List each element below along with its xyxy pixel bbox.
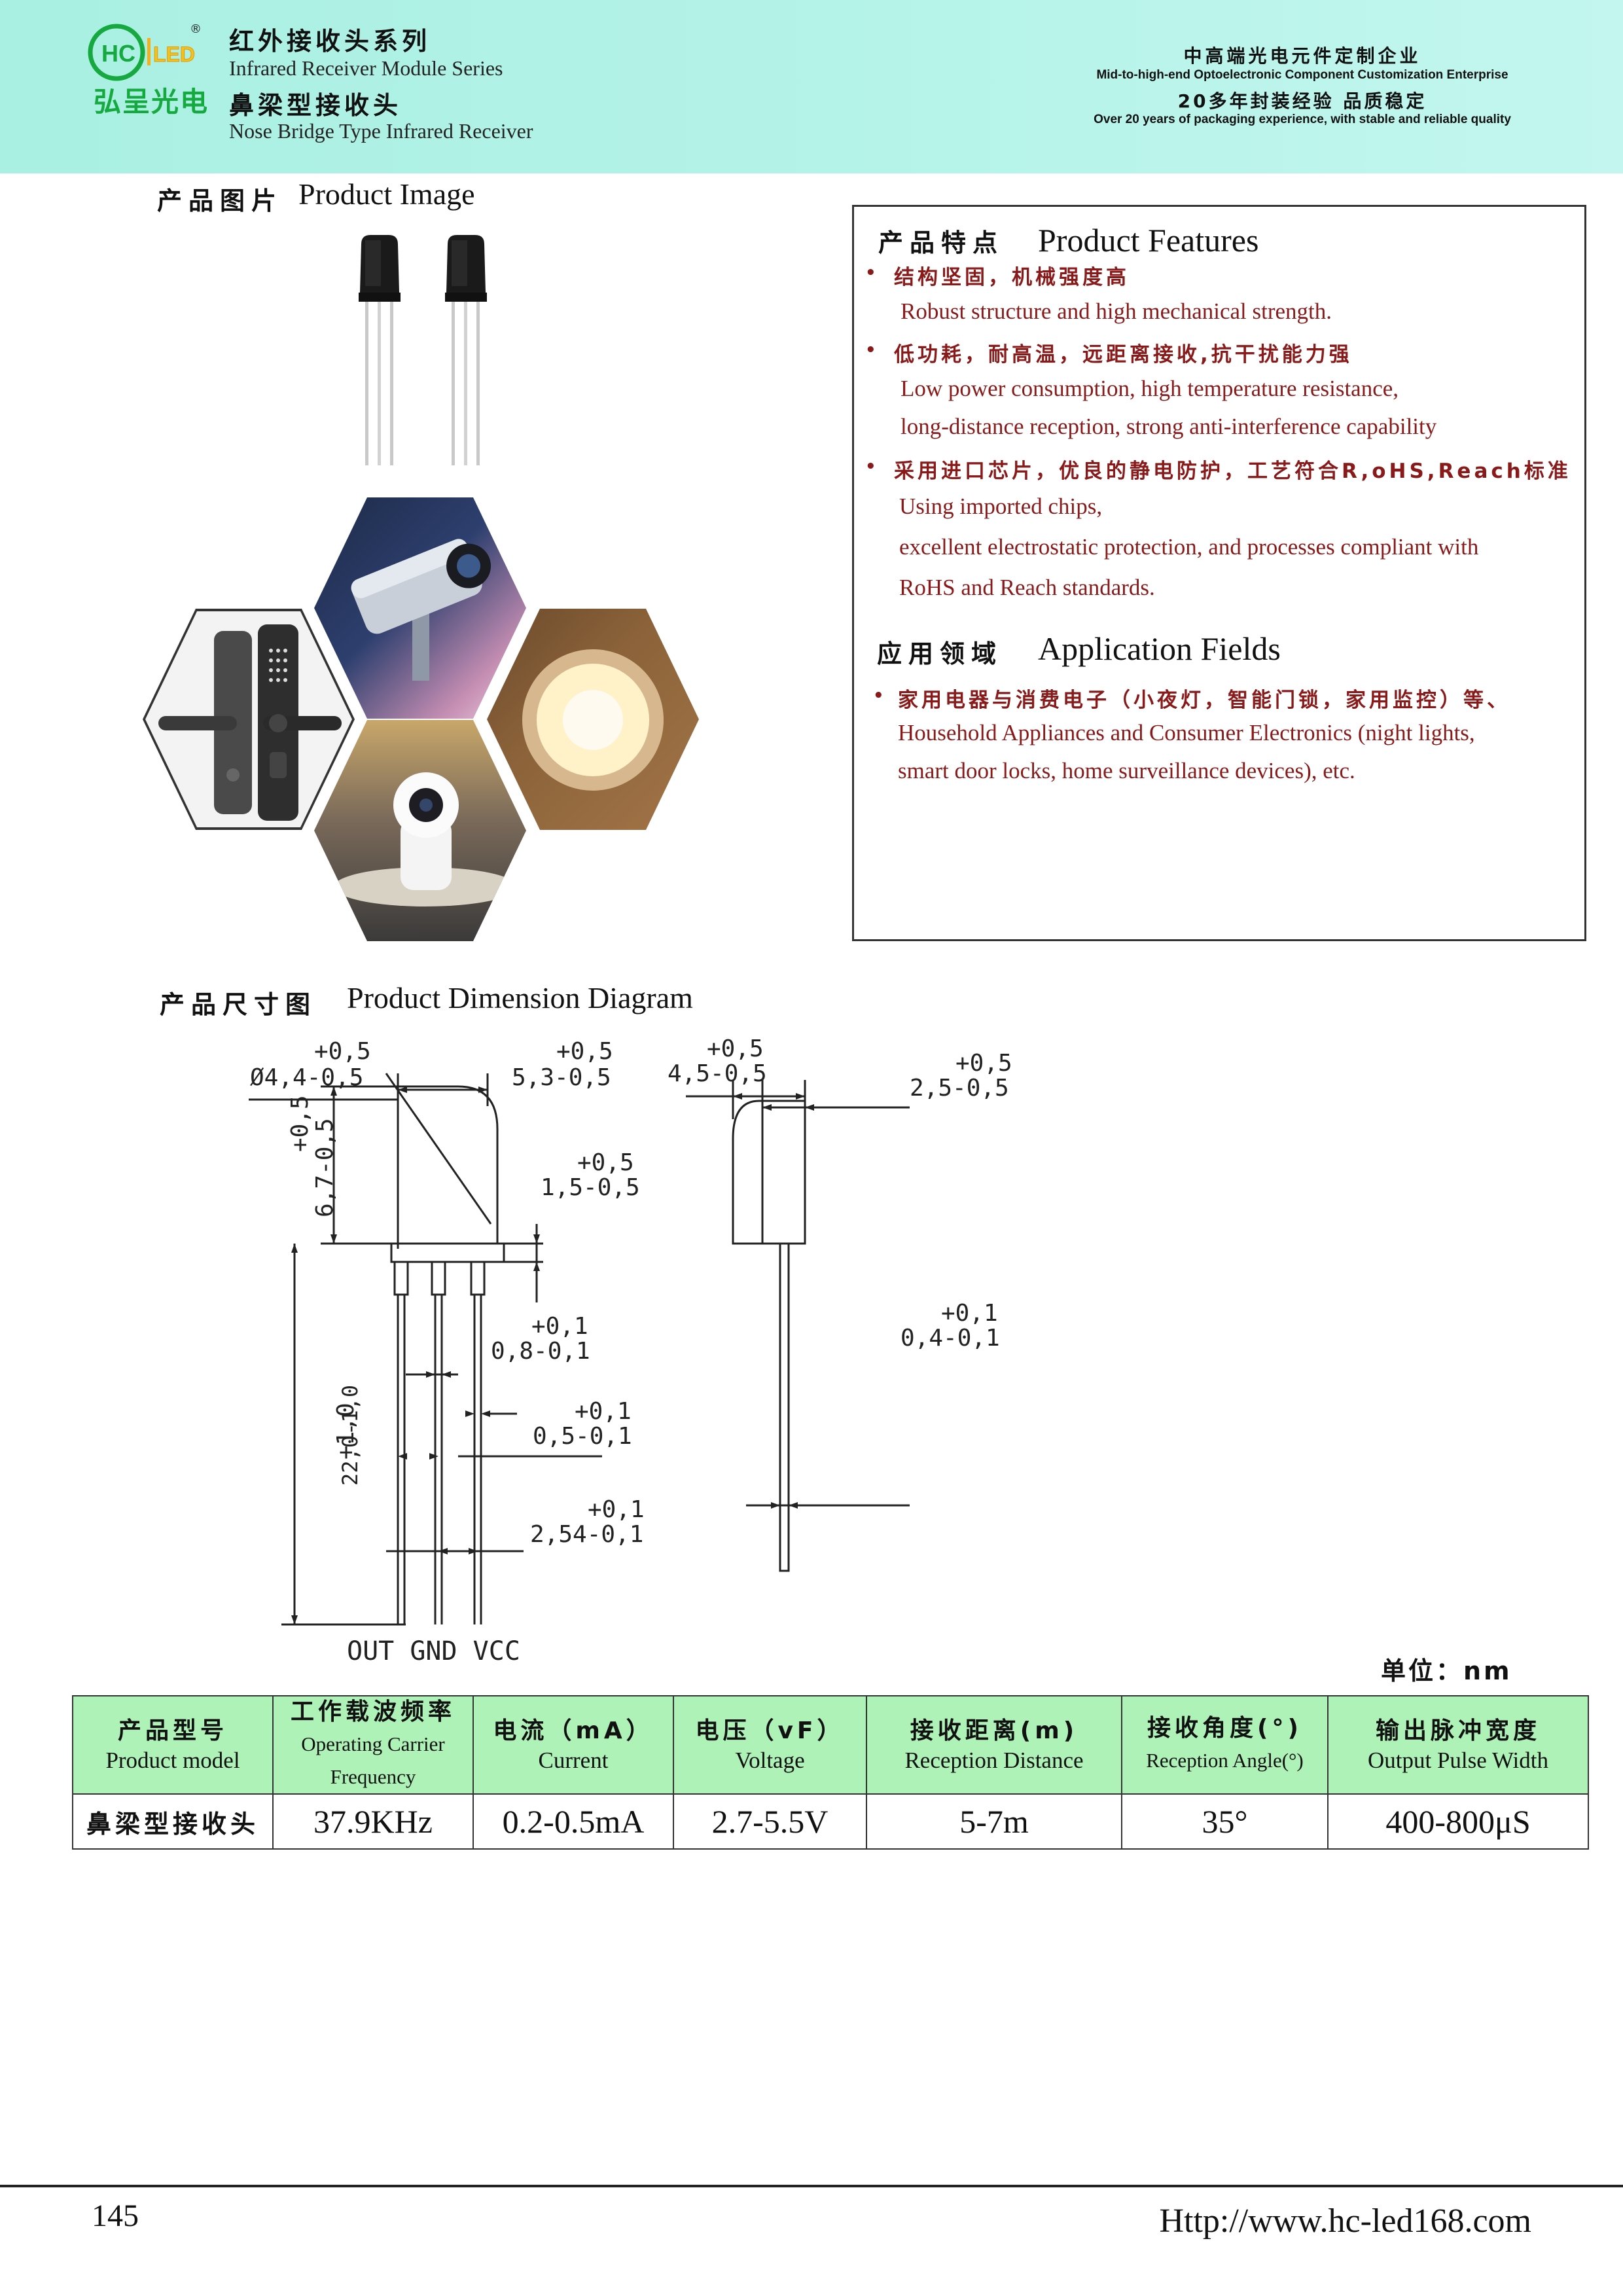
type-title-cn: 鼻梁型接收头 (229, 91, 402, 120)
ir-receiver-photo (359, 235, 487, 465)
application-item-en-line2: smart door locks, home surveillance devi… (898, 758, 1355, 783)
features-panel (852, 205, 1586, 941)
feature-bullet: • (865, 457, 876, 476)
product-image-title-cn: 产品图片 (157, 187, 283, 215)
dim-height-tol: +0,5 (287, 1095, 313, 1152)
page-header (0, 0, 1623, 173)
application-hex-collage (143, 497, 719, 942)
dim-diameter: Ø4,4-0,5 (250, 1064, 363, 1091)
dim-diameter-tol: +0,5 (314, 1038, 371, 1065)
website-link[interactable]: Http://www.hc-led168.com (1159, 2202, 1531, 2240)
applications-title-en: Application Fields (1038, 630, 1281, 667)
cell-product-model: 鼻梁型接收头 (72, 1793, 274, 1850)
application-item-cn: 家用电器与消费电子（小夜灯，智能门锁，家用监控）等、 (898, 689, 1510, 712)
dim-depth-tol: +0,5 (707, 1035, 764, 1062)
dim-pin-width: 0,8-0,1 (491, 1338, 590, 1365)
th-reception-distance: 接收距离(m)Reception Distance (866, 1695, 1122, 1795)
enterprise-slogan-cn: 中高端光电元件定制企业 (1183, 45, 1421, 67)
dim-pitch-tol: +0,1 (588, 1496, 645, 1523)
dim-side: 2,5-0,5 (910, 1075, 1009, 1102)
dim-height: 6,7-0,5 (312, 1118, 338, 1217)
product-image-title-en: Product Image (298, 177, 475, 211)
dimension-title-en: Product Dimension Diagram (347, 981, 693, 1014)
series-title-en: Infrared Receiver Module Series (229, 56, 503, 80)
th-reception-angle: 接收角度(°)Reception Angle(°) (1121, 1695, 1329, 1795)
enterprise-slogan-en: Mid-to-high-end Optoelectronic Component… (1096, 68, 1508, 82)
footer-divider (0, 2185, 1623, 2187)
dim-width: 5,3-0,5 (512, 1064, 611, 1091)
dim-length: 22,0-1,0 (338, 1385, 363, 1486)
feature-2-en-line2: long-distance reception, strong anti-int… (901, 414, 1437, 439)
smart-lock-image (143, 609, 355, 830)
th-current: 电流（mA）Current (473, 1695, 674, 1795)
dim-pitch: 2,54-0,1 (530, 1521, 643, 1548)
feature-2-en-line1: Low power consumption, high temperature … (901, 376, 1399, 401)
feature-bullet: • (865, 340, 876, 360)
page-number: 145 (92, 2198, 139, 2233)
cell-current: 0.2-0.5mA (473, 1793, 674, 1850)
feature-1-cn: 结构坚固，机械强度高 (894, 266, 1130, 289)
dim-length-tol: +1,0 (332, 1403, 359, 1460)
security-camera-image (314, 497, 526, 719)
dimension-title-cn: 产品尺寸图 (160, 990, 317, 1019)
cell-carrier-frequency: 37.9KHz (272, 1793, 474, 1850)
cell-reception-angle: 35° (1121, 1793, 1329, 1850)
experience-slogan-cn: 20多年封装经验 品质稳定 (1177, 90, 1427, 112)
dim-step: 1,5-0,5 (541, 1174, 640, 1201)
th-voltage: 电压（vF）Voltage (673, 1695, 867, 1795)
feature-3-en-line1: Using imported chips, (899, 493, 1103, 519)
feature-3-en-line3: RoHS and Reach standards. (899, 575, 1155, 600)
feature-1-en: Robust structure and high mechanical str… (901, 298, 1332, 324)
svg-text:LED: LED (153, 43, 195, 66)
dim-side-pin: 0,4-0,1 (901, 1325, 1000, 1352)
dim-width-tol: +0,5 (556, 1038, 613, 1065)
dim-side-pin-tol: +0,1 (941, 1300, 998, 1327)
type-title-en: Nose Bridge Type Infrared Receiver (229, 119, 533, 143)
dim-depth: 4,5-0,5 (668, 1060, 767, 1087)
spec-data-row: 鼻梁型接收头 37.9KHz 0.2-0.5mA 2.7-5.5V 5-7m 3… (72, 1793, 1589, 1850)
feature-3-en-line2: excellent electrostatic protection, and … (899, 534, 1479, 560)
features-title-cn: 产品特点 (878, 228, 1005, 257)
feature-2-cn: 低功耗，耐高温，远距离接收,抗干扰能力强 (894, 343, 1353, 367)
dimension-drawing: +0,5 Ø4,4-0,5 +0,5 5,3-0,5 +0,5 4,5-0,5 … (249, 1035, 1012, 1666)
series-title-cn: 红外接收头系列 (229, 27, 431, 56)
svg-text:HC: HC (101, 40, 135, 67)
applications-title-cn: 应用领域 (877, 639, 1003, 668)
dim-pin-width-tol: +0,1 (531, 1313, 588, 1340)
cell-voltage: 2.7-5.5V (673, 1793, 867, 1850)
dim-pin-thickness-tol: +0,1 (575, 1398, 632, 1425)
dim-step-tol: +0,5 (577, 1149, 634, 1176)
unit-label: 单位：nm (1381, 1657, 1512, 1685)
application-bullet: • (873, 686, 884, 706)
application-item-en-line1: Household Appliances and Consumer Electr… (898, 720, 1475, 745)
feature-bullet: • (865, 263, 876, 283)
company-logo: HC LED ® (85, 18, 209, 117)
dim-pin-thickness: 0,5-0,1 (533, 1423, 632, 1450)
indoor-camera-image (314, 720, 526, 941)
pin-labels: OUT GND VCC (347, 1636, 520, 1666)
experience-slogan-en: Over 20 years of packaging experience, w… (1094, 113, 1511, 126)
logo-chinese-name: 弘呈光电 (94, 86, 209, 118)
cell-output-pulse-width: 400-800μS (1327, 1793, 1589, 1850)
cell-reception-distance: 5-7m (866, 1793, 1122, 1850)
features-title-en: Product Features (1038, 222, 1259, 259)
svg-text:®: ® (190, 22, 202, 36)
feature-3-cn: 采用进口芯片，优良的静电防护，工艺符合R,oHS,Reach标准 (894, 459, 1571, 483)
dim-side-tol: +0,5 (955, 1050, 1012, 1077)
night-light-image (487, 609, 699, 830)
